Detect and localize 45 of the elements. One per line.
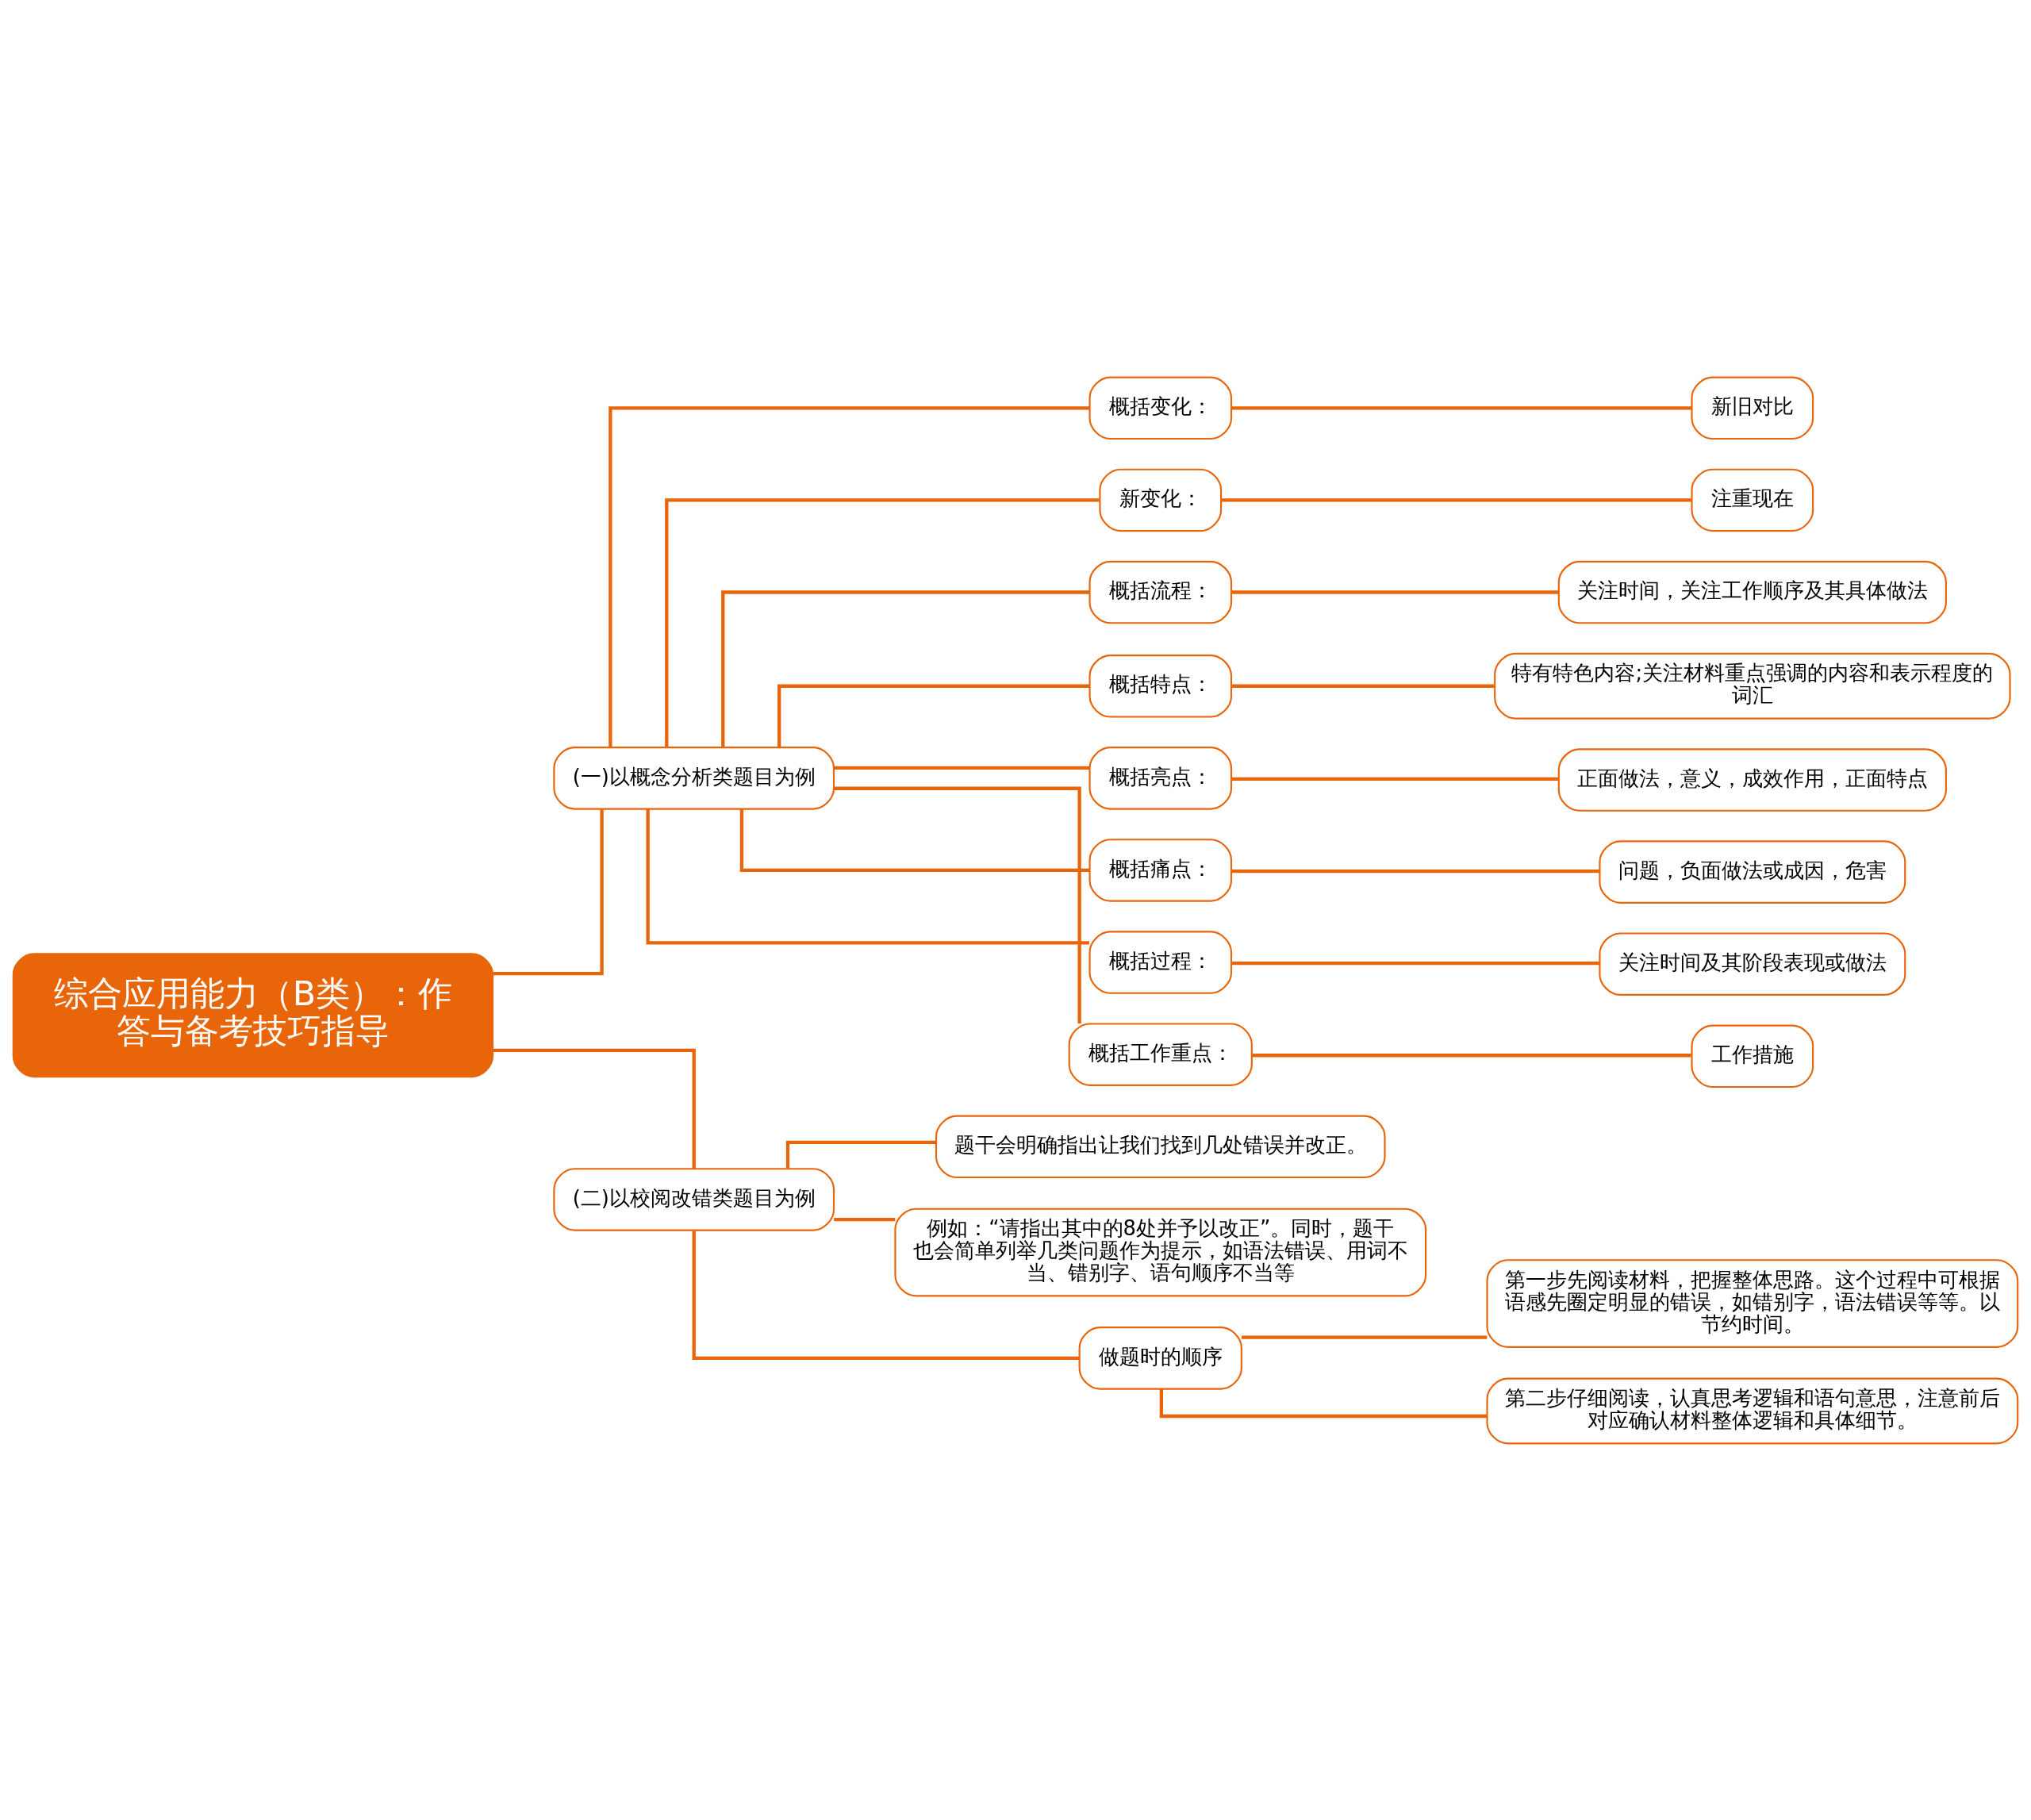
connector — [777, 684, 1090, 747]
node-box: 概括特点： — [1088, 654, 1233, 718]
node-box: (二)以校阅改错类题目为例 — [553, 1167, 835, 1231]
node-box: 概括过程： — [1088, 930, 1233, 994]
node-box: 例如：“请指出其中的8处并予以改正”。同时，题干也会简单列举几类问题作为提示，如语法错误、用词不当、错别字、语句顺序不当等 — [894, 1208, 1427, 1296]
connector — [493, 1048, 696, 1169]
connector — [665, 497, 1100, 747]
node-box: 概括变化： — [1088, 376, 1233, 440]
connector — [1231, 777, 1559, 781]
connector — [1221, 497, 1692, 502]
node-box: 概括痛点： — [1088, 838, 1233, 902]
node-box: 第一步先阅读材料，把握整体思路。这个过程中可根据语感先圈定明显的错误，如错别字，语法错误等等。以节约时间。 — [1486, 1258, 2019, 1348]
node-box: 概括流程： — [1088, 560, 1233, 624]
node-box: 关注时间，关注工作顺序及其具体做法 — [1557, 560, 1947, 624]
node-box: 工作措施 — [1691, 1024, 1814, 1088]
node-box: 综合应用能力（B类）：作答与备考技巧指导 — [12, 952, 494, 1077]
connector — [1231, 589, 1559, 594]
node-box: 正面做法，意义，成效作用，正面特点 — [1557, 747, 1947, 812]
connector — [834, 766, 1090, 770]
connector — [692, 1230, 1080, 1360]
connector — [1231, 869, 1600, 873]
connector — [609, 405, 1090, 747]
node-box: 关注时间及其阶段表现或做法 — [1599, 931, 1906, 996]
connector — [834, 1217, 896, 1221]
node-box: 概括工作重点： — [1068, 1022, 1253, 1086]
node-box: 注重现在 — [1691, 468, 1814, 532]
connector — [721, 589, 1089, 747]
node-box: 特有特色内容;关注材料重点强调的内容和表示程度的词汇 — [1494, 652, 2011, 720]
node-box: 做题时的顺序 — [1078, 1326, 1242, 1390]
connector — [834, 786, 1081, 1023]
node-box: 问题，负面做法或成因，危害 — [1599, 839, 1906, 904]
node-box: (一)以概念分析类题目为例 — [553, 746, 835, 810]
connector — [1252, 1053, 1691, 1057]
connector — [646, 808, 1089, 944]
connector — [1231, 684, 1495, 688]
node-box: 第二步仔细阅读，认真思考逻辑和语句意思，注意前后对应确认材料整体逻辑和具体细节。 — [1486, 1377, 2019, 1444]
connector — [493, 808, 604, 975]
node-box: 题干会明确指出让我们找到几处错误并改正。 — [935, 1115, 1386, 1178]
node-box: 概括亮点： — [1088, 746, 1233, 810]
node-box: 新旧对比 — [1691, 376, 1814, 440]
connector — [1231, 961, 1600, 965]
connector — [1231, 405, 1692, 409]
connector — [1241, 1334, 1488, 1339]
node-box: 新变化： — [1099, 468, 1223, 532]
connector — [739, 808, 1090, 872]
